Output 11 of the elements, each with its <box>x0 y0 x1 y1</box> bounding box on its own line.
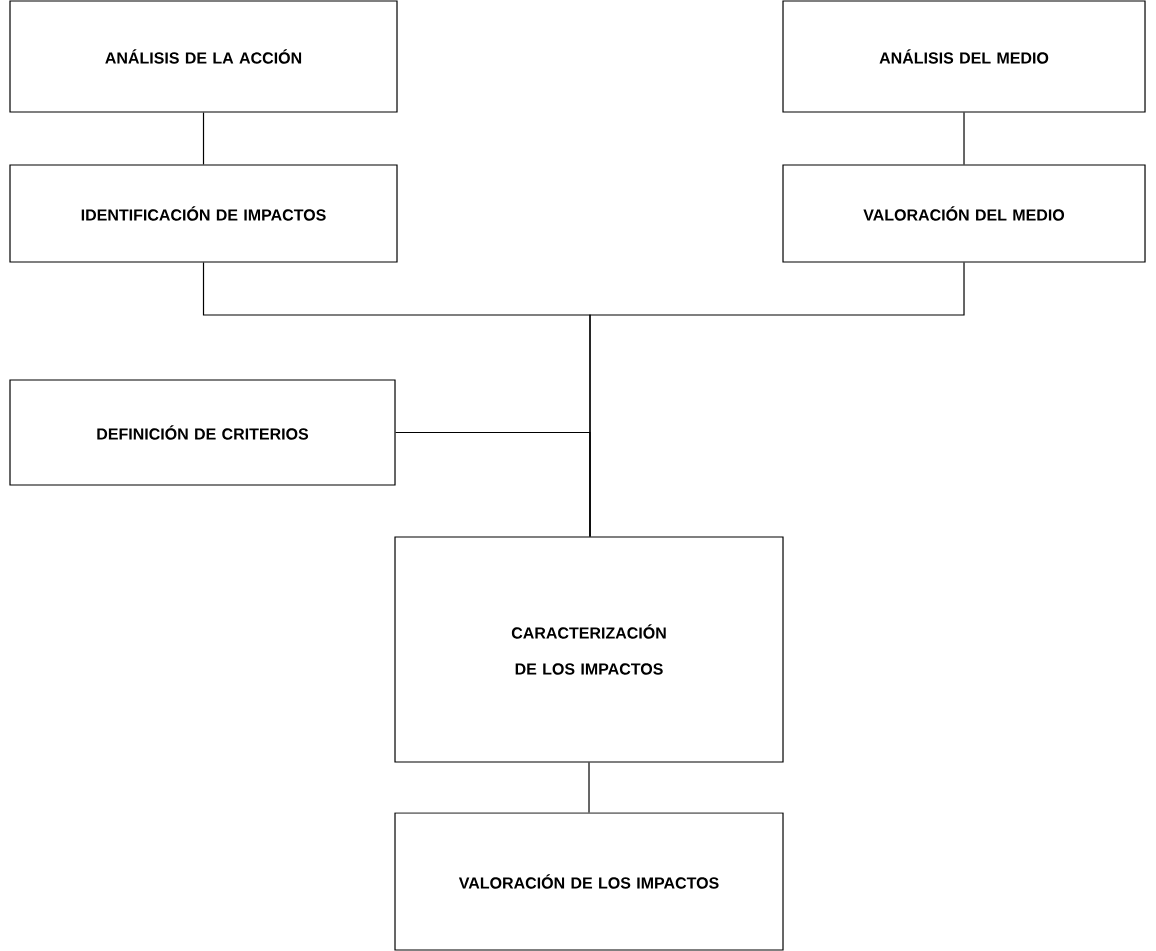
process-box: DEFINICIÓN DE CRITERIOS <box>9 379 396 486</box>
connector-line <box>202 112 205 165</box>
connector-line <box>395 431 591 537</box>
process-box: CARACTERIZACIÓN DE LOS IMPACTOS <box>394 536 784 763</box>
process-box: ANÁLISIS DEL MEDIO <box>782 0 1146 113</box>
process-box: VALORACIÓN DE LOS IMPACTOS <box>394 812 784 951</box>
process-box: IDENTIFICACIÓN DE IMPACTOS <box>9 164 398 263</box>
process-box: ANÁLISIS DE LA ACCIÓN <box>9 0 398 113</box>
process-box: VALORACIÓN DEL MEDIO <box>782 164 1146 263</box>
connector-line <box>963 112 965 165</box>
connector-line <box>588 762 590 813</box>
